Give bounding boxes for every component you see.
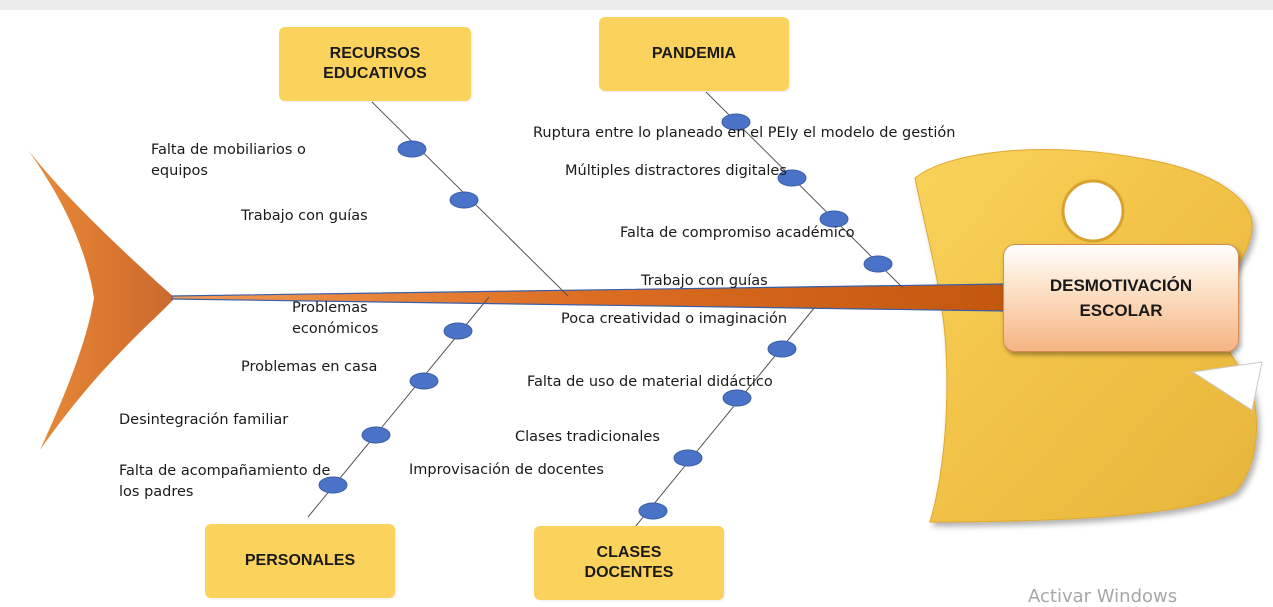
node-clases-2 [722,389,752,407]
fish-eye [1061,179,1125,243]
cause-personales-1: Problemas económicos [292,300,379,337]
node-clases-1 [767,340,797,358]
cause-clases-1: Poca creatividad o imaginación [561,311,788,327]
node-pandemia-2 [777,169,807,187]
node-personales-4 [318,476,348,494]
node-personales-2 [409,372,439,390]
cause-recursos-2: Trabajo con guías [241,208,368,224]
node-recursos-2 [449,191,479,209]
node-clases-4 [638,502,668,520]
cause-pandemia-3: Falta de compromiso académico [620,225,855,241]
node-personales-3 [361,426,391,444]
cause-pandemia-1: Ruptura entre lo planeado en el PEIy el … [533,125,956,141]
cause-personales-4: Falta de acompañamiento de los padres [119,463,331,500]
cause-clases-2: Falta de uso de material didáctico [527,374,773,390]
bone-clases [634,306,816,528]
fish-mouth [1191,361,1263,411]
cause-personales-3: Desintegración familiar [119,412,289,428]
node-recursos-1 [397,140,427,158]
node-personales-1 [443,322,473,340]
node-pandemia-1 [721,113,751,131]
node-clases-3 [673,449,703,467]
node-pandemia-4 [863,255,893,273]
category-pandemia: PANDEMIA [599,17,789,91]
cause-recursos-1: Falta de mobiliarios o equipos [151,142,306,179]
cause-clases-4: Improvisación de docentes [409,462,604,478]
cause-personales-2: Problemas en casa [241,359,378,375]
cause-pandemia-4: Trabajo con guías [641,273,768,289]
category-personales: PERSONALES [205,524,395,598]
category-clases-docentes: CLASES DOCENTES [534,526,724,600]
cause-pandemia-2: Múltiples distractores digitales [565,163,787,179]
top-strip [0,0,1273,10]
activate-windows-watermark: Activar Windows [1028,586,1178,607]
cause-clases-3: Clases tradicionales [515,429,660,445]
node-pandemia-3 [819,210,849,228]
fish-tail [28,150,175,450]
category-recursos-educativos: RECURSOS EDUCATIVOS [279,27,471,101]
effect-box: DESMOTIVACIÓN ESCOLAR [1003,244,1239,352]
